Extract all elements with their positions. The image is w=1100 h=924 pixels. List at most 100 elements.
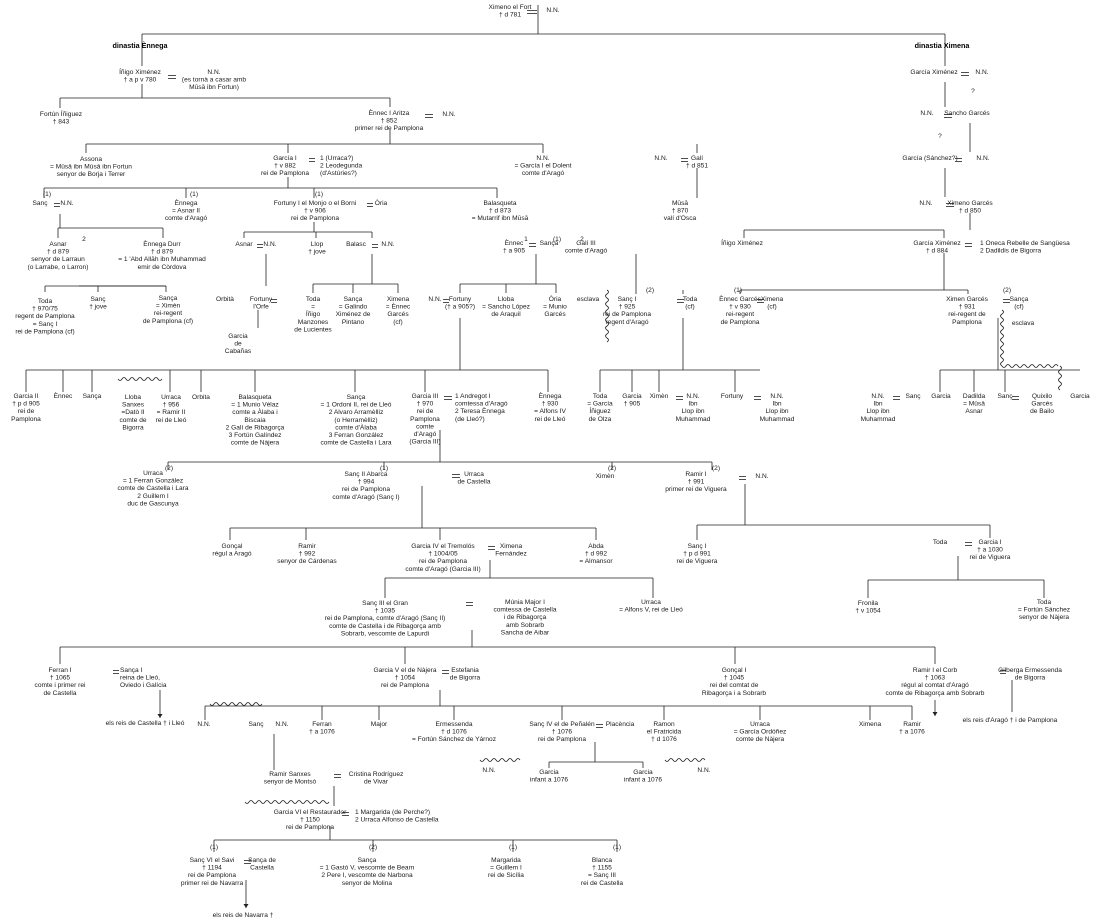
person-ximen-line: Ximèn (650, 393, 669, 400)
person-assona-line: = Mūsā ibn Mūsā ibn Fortun (50, 164, 132, 171)
person-sanca-2-line: = Ximèn (156, 303, 181, 310)
illegitimate-line (1058, 365, 1062, 391)
illegitimate-line (1001, 364, 1059, 368)
person-ximen-wife-line: Llop ibn (681, 408, 704, 415)
person-sanc-ibn-wife-line: N.N. (871, 393, 884, 400)
person-sanc-iv-line: Sanç IV el de Peñalén (529, 721, 595, 728)
person-gali: Galí† d 851 (686, 155, 708, 170)
person-toda-1-line: † 970/75 (32, 306, 58, 313)
person-llop-1: Llop† jove (308, 241, 326, 256)
illegitimate-line (244, 800, 330, 804)
person-ximen-garces-line: Pamplona (952, 319, 982, 326)
person-q1: ? (971, 88, 975, 95)
person-ennec-arista-line: † 852 (381, 118, 398, 125)
person-orbita-2: Orbita (192, 394, 210, 401)
person-balasc-wife-line: N.N. (381, 241, 394, 248)
person-ximena-2-line: Ximena (859, 721, 882, 728)
person-garcia-infant-1-line: Garcia (539, 769, 559, 776)
person-garcia-iii-wives-line: comtessa d'Aragó (455, 401, 508, 408)
person-garcia-iii-line: (Garcia III) (409, 439, 440, 446)
person-gali-wife-line: N.N. (654, 155, 667, 162)
person-fortuny-2-wife: N.N. (428, 296, 441, 303)
person-fortun-iniguez: Fortún Íñiguez† 843 (40, 109, 82, 126)
person-urraca-4-line: comte de Nàjera (736, 736, 785, 743)
person-gali-iii-line: comte d'Aragó (565, 248, 608, 255)
marriage-number: 2 (82, 236, 86, 243)
person-sancho-garces-wife-line: N.N. (920, 110, 933, 117)
person-toda-5-line: Toda (1037, 599, 1052, 606)
person-lloba-sanxes-line: Lloba (125, 394, 141, 401)
person-garcia-5: Garcia (1070, 393, 1090, 400)
person-sanc-iii-line: Sobrarb, vescomte de Lapurdi (341, 630, 430, 637)
person-asnar-2-wife-line: N.N. (263, 241, 276, 248)
person-ximeno-fort-line: Ximeno el Fort (489, 4, 532, 11)
person-reis-castella: els reis de Castella † i Lleó (106, 720, 185, 727)
person-cristina-line: Cristina Rodríguez (349, 771, 404, 778)
person-sanca-castella-line: Castella (250, 865, 274, 872)
person-ramir-992-line: senyor de Cárdenas (277, 558, 337, 565)
person-toda-5-line: senyor de Nàjera (1019, 614, 1070, 621)
person-ennega-1-line: comte d'Aragó (165, 215, 208, 222)
person-inigo-wife-line: N.N. (207, 69, 220, 76)
marriage-number: (1) (190, 191, 198, 198)
person-toda-cf: Toda(cf) (683, 296, 698, 311)
person-garcia-vi-line: † 1150 (300, 817, 320, 824)
person-ximena-1-line: (cf) (393, 319, 403, 326)
person-munia-line: amb Sobrarb (506, 622, 544, 629)
person-orbita-1: Orbità (216, 296, 234, 303)
person-ferran-1076-line: Ferran (312, 721, 332, 728)
person-toda-cf-line: (cf) (685, 304, 695, 311)
person-orbita-1-line: Orbità (216, 296, 234, 303)
person-ramon-fratricida-line: el Fratricida (647, 729, 682, 736)
person-sanc-2-line: Sanç (90, 296, 106, 303)
person-sanca-cf-line: (cf) (1014, 304, 1024, 311)
person-fortuny-3: Fortuny (721, 393, 744, 400)
person-cristina-line: de Vivar (364, 779, 389, 786)
person-musa-line: valí d'Osca (664, 215, 697, 222)
person-toda-3-line: Íñiguez (589, 406, 610, 415)
person-sancho-garces-line: Sancho Garcés (944, 110, 990, 117)
person-garcia-iii-line: Pamplona (410, 416, 440, 423)
person-garcia-ximenez-2-wives-line: 1 Oneca Rebelle de Sangüesa (980, 240, 1070, 247)
person-orbita-2-line: Orbita (192, 394, 210, 401)
person-urraca-3-line: Urraca (641, 599, 661, 606)
person-ferran-i-line: comte i primer rei (35, 682, 86, 689)
person-sanc-i-line: Sanç I (618, 296, 637, 303)
person-fortuny-orfe-line: l'Orfe (253, 304, 269, 311)
person-garcia-ximenez-2-wives-line: 2 Dadildis de Bigorra (980, 248, 1042, 255)
person-garcia-iv-line: rei de Pamplona (419, 558, 467, 565)
person-ximena-cf-line: (cf) (767, 304, 777, 311)
person-toda-2-line: Íñigo (306, 309, 321, 318)
person-inigo-ximenez-2-line: Íñigo Ximénez (721, 238, 763, 247)
person-sanc-2-line: † jove (89, 304, 107, 311)
person-sanca-5-line: Sança (347, 394, 366, 401)
person-blanca-line: Blanca (592, 857, 612, 864)
person-ximeno-garces-line: † d 850 (959, 208, 981, 215)
person-abda-line: = Almansor (579, 558, 613, 565)
person-fortuny-orfe-line: Fortuny (250, 296, 273, 303)
person-garcia-ii-line: rei de (18, 408, 35, 415)
person-sanc-3-line: Sanç (905, 393, 921, 400)
illegitimate-line (479, 758, 521, 762)
person-assona-line: Assona (80, 156, 102, 163)
person-garcia-i-viguera-line: rei de Viguera (970, 554, 1011, 561)
person-ennega-durr: Ènnega Durr† d 879= 1 'Abd Allāh ibn Muh… (118, 239, 206, 271)
person-sanca-5-line: (o Herramèlliz) (334, 417, 377, 424)
person-garcia-i-viguera-line: † a 1030 (977, 547, 1003, 554)
